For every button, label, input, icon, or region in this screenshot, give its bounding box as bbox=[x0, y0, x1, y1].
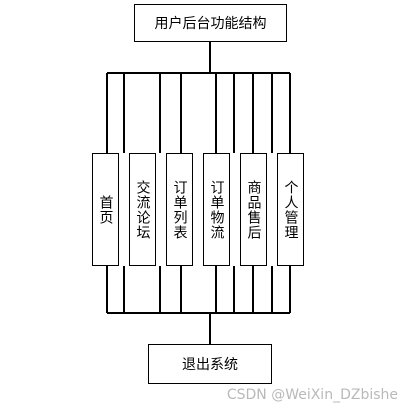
root-node: 用户后台功能结构 bbox=[134, 4, 287, 42]
exit-node: 退出系统 bbox=[148, 344, 272, 384]
module-node-home: 首页 bbox=[92, 153, 119, 266]
watermark-text: CSDN @WeiXin_DZbishe bbox=[226, 387, 398, 403]
module-node-order-list: 订单列表 bbox=[166, 153, 193, 266]
module-node-label: 商品售后 bbox=[245, 179, 262, 240]
module-node-after-sales: 商品售后 bbox=[240, 153, 267, 266]
module-node-order-logistics: 订单物流 bbox=[203, 153, 230, 266]
module-node-label: 个人管理 bbox=[282, 179, 299, 240]
module-node-label: 订单列表 bbox=[171, 179, 188, 240]
module-node-label: 首页 bbox=[97, 194, 114, 225]
root-node-label: 用户后台功能结构 bbox=[154, 16, 267, 32]
exit-node-label: 退出系统 bbox=[182, 357, 238, 373]
module-node-label: 订单物流 bbox=[208, 179, 225, 240]
module-node-personal: 个人管理 bbox=[277, 153, 304, 266]
module-node-forum: 交流论坛 bbox=[129, 153, 156, 266]
module-node-label: 交流论坛 bbox=[134, 179, 151, 240]
